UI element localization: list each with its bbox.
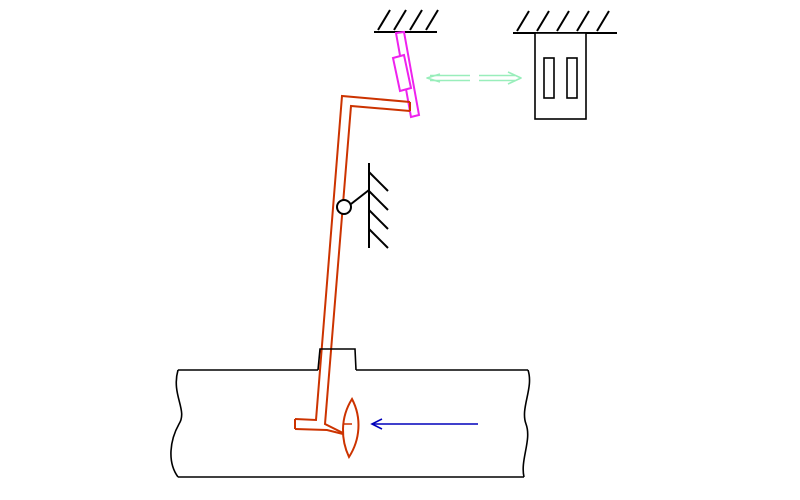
bent-lever — [294, 94, 411, 436]
slider-guide — [391, 53, 413, 93]
contact-slot-right — [566, 57, 578, 99]
pivot-link — [350, 189, 370, 205]
switch-contact-block — [534, 32, 587, 120]
fixed-ground-right — [513, 10, 617, 34]
pivot-hinge — [336, 199, 352, 215]
flow-vane — [342, 397, 360, 460]
lever-pivot — [336, 163, 389, 249]
pipe — [170, 348, 531, 478]
flow-direction-arrow — [370, 418, 478, 430]
pipe-break-right — [522, 369, 531, 478]
fixed-ground-left — [374, 9, 439, 33]
sliding-link — [391, 30, 421, 119]
reciprocating-motion-arrow — [426, 71, 522, 85]
pipe-break-left — [170, 369, 183, 478]
contact-slot-left — [543, 57, 555, 99]
pipe-boss — [317, 348, 357, 371]
